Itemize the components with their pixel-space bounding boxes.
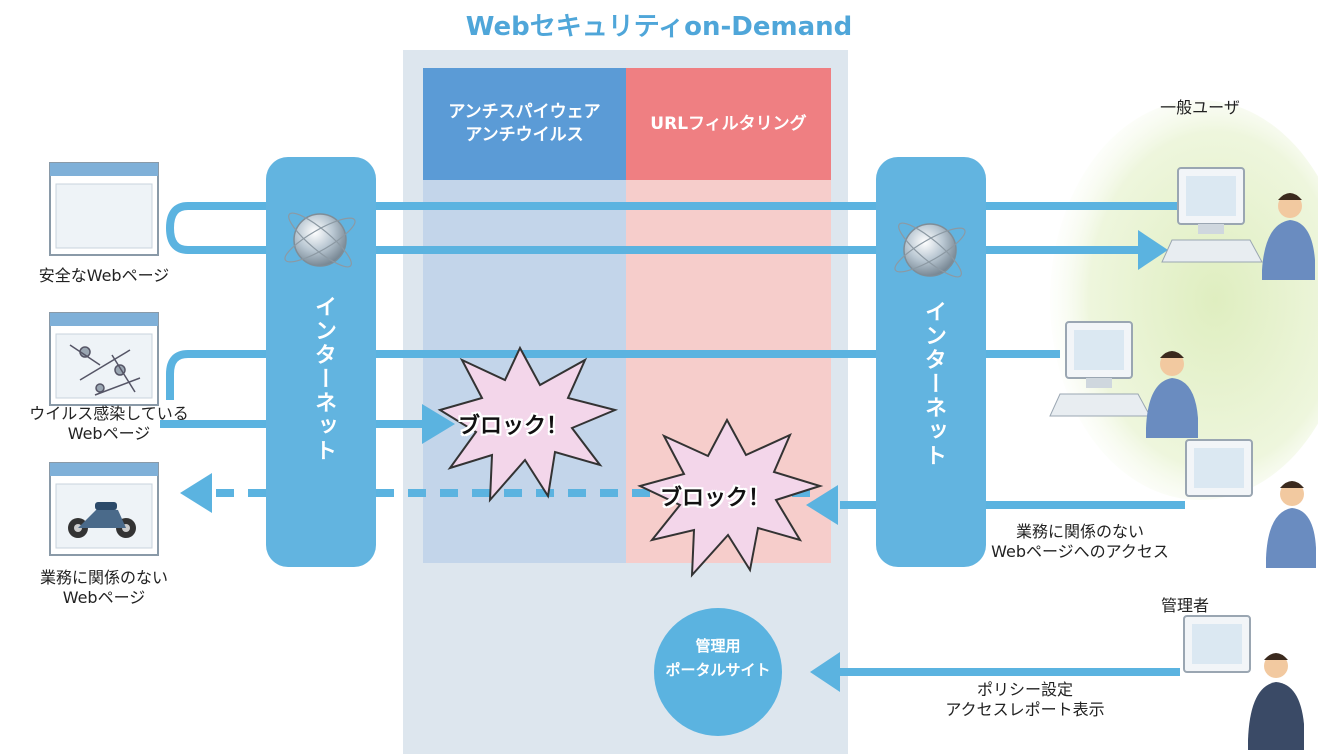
motorcycle-icon xyxy=(68,502,136,538)
safe-webpage-label: 安全なWebページ xyxy=(38,266,170,285)
arrow-to-block-1 xyxy=(422,404,455,444)
internet-label-right: インターネット xyxy=(921,300,946,468)
unrelated-webpage-label: 業務に関係のない Webページ xyxy=(39,568,168,607)
user-area-glow xyxy=(1050,100,1318,500)
admin-computer xyxy=(1183,615,1304,750)
unrelated-access-label: 業務に関係のない Webページへのアクセス xyxy=(991,522,1169,561)
unrelated-webpage-icon xyxy=(49,462,159,556)
block-burst-2 xyxy=(637,417,824,578)
user-computer-1 xyxy=(1161,167,1315,280)
internet-label-left: インターネット xyxy=(311,295,336,463)
urlfilter-column-title: URLフィルタリング xyxy=(650,113,807,134)
block-burst-1 xyxy=(437,345,619,503)
general-user-label: 一般ユーザ xyxy=(1160,98,1240,117)
globe-icon-left xyxy=(284,212,356,268)
arrow-to-portal xyxy=(810,652,840,692)
portal-circle xyxy=(654,608,782,736)
block-label-2: ブロック！ xyxy=(660,486,771,511)
antivirus-header xyxy=(423,68,626,180)
antivirus-column-title: アンチスパイウェア アンチウイルス xyxy=(448,102,601,145)
flow-virus-line-upper xyxy=(166,350,1060,400)
user-computer-2 xyxy=(1049,321,1198,438)
block-label-1: ブロック！ xyxy=(458,414,569,439)
globe-icon-right xyxy=(894,222,966,278)
virus-webpage-label: ウイルス感染している Webページ xyxy=(29,404,189,443)
admin-actions-label: ポリシー設定 アクセスレポート表示 xyxy=(945,680,1105,719)
diagram-title: Webセキュリティon-Demand xyxy=(465,12,853,42)
admin-label: 管理者 xyxy=(1160,596,1209,615)
internet-pillar-right xyxy=(876,157,986,567)
flow-safe-line xyxy=(165,202,1180,254)
safe-webpage-icon xyxy=(49,162,159,256)
urlfilter-header xyxy=(626,68,831,180)
arrow-to-unrelated-page xyxy=(180,473,212,513)
virus-webpage-icon xyxy=(49,312,159,406)
user-computer-3 xyxy=(1185,439,1316,568)
arrow-to-user xyxy=(1138,230,1168,270)
internet-pillar-left xyxy=(266,157,376,567)
portal-label: 管理用 ポータルサイト xyxy=(665,637,771,679)
arrow-to-block-2 xyxy=(806,485,838,525)
